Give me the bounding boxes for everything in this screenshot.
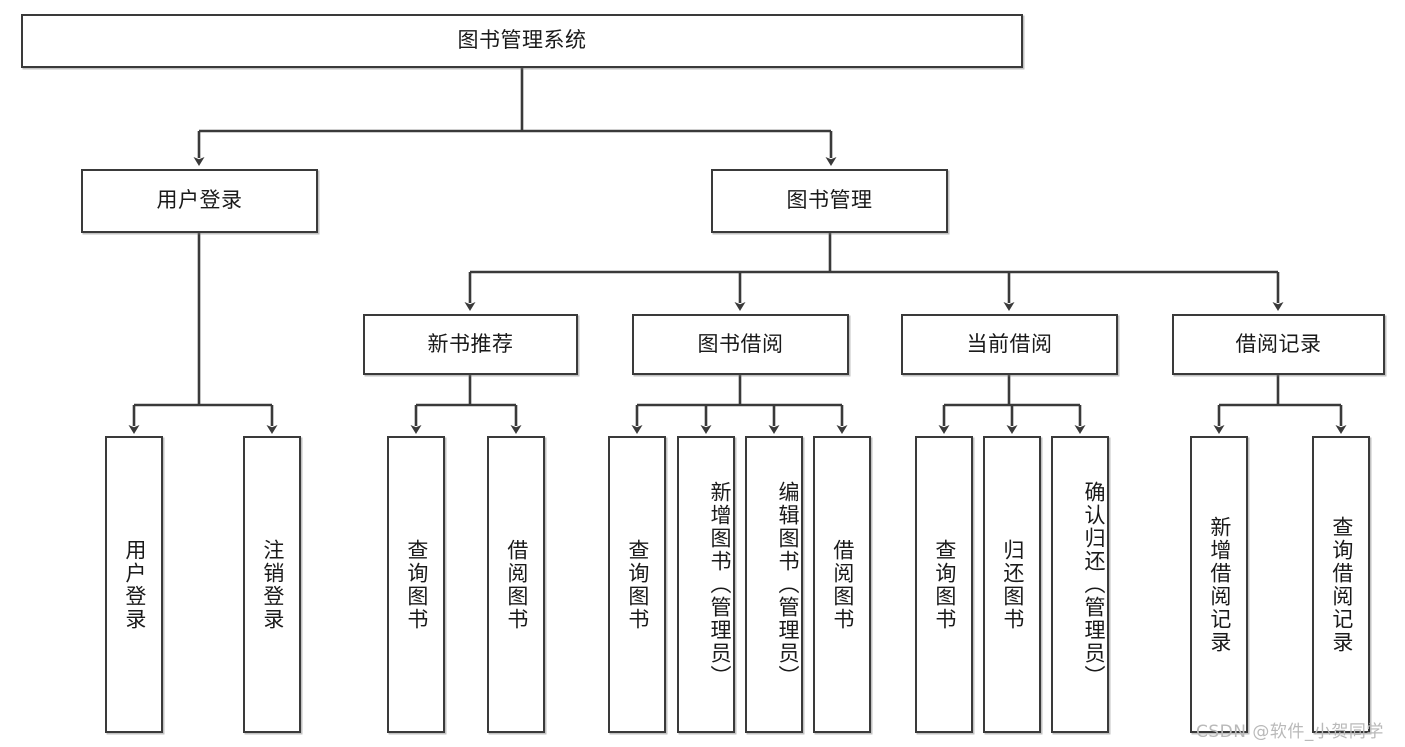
node-leaf-logout-label: 注销登录	[260, 538, 285, 631]
node-user-login[interactable]: 用户登录	[81, 169, 318, 233]
node-leaf-edit-book-label: 编辑图书（管理员）	[776, 481, 800, 688]
node-user-login-label: 用户登录	[156, 188, 243, 213]
node-new-book-recommend-label: 新书推荐	[427, 331, 514, 356]
node-borrow-record-label: 借阅记录	[1235, 331, 1322, 356]
node-leaf-query-record[interactable]: 查询借阅记录	[1312, 436, 1370, 733]
node-book-management[interactable]: 图书管理	[711, 169, 948, 233]
node-current-borrow[interactable]: 当前借阅	[901, 314, 1118, 375]
node-leaf-return-book[interactable]: 归还图书	[983, 436, 1041, 733]
node-leaf-query-book-2[interactable]: 查询图书	[608, 436, 666, 733]
node-leaf-borrow-book-1-label: 借阅图书	[504, 538, 529, 631]
node-leaf-user-login-label: 用户登录	[122, 538, 147, 631]
node-leaf-edit-book[interactable]: 编辑图书（管理员）	[745, 436, 803, 733]
node-leaf-borrow-book-1[interactable]: 借阅图书	[487, 436, 545, 733]
node-borrow-record[interactable]: 借阅记录	[1172, 314, 1385, 375]
node-leaf-query-book-1[interactable]: 查询图书	[387, 436, 445, 733]
node-leaf-return-book-label: 归还图书	[1000, 538, 1025, 631]
node-leaf-add-record[interactable]: 新增借阅记录	[1190, 436, 1248, 733]
node-new-book-recommend[interactable]: 新书推荐	[363, 314, 578, 375]
node-leaf-query-book-3-label: 查询图书	[932, 538, 957, 631]
node-leaf-query-book-2-label: 查询图书	[625, 538, 650, 631]
node-book-management-label: 图书管理	[786, 188, 873, 213]
node-leaf-user-login[interactable]: 用户登录	[105, 436, 163, 733]
node-current-borrow-label: 当前借阅	[966, 331, 1053, 356]
node-book-borrow-label: 图书借阅	[697, 331, 784, 356]
node-title-label: 图书管理系统	[457, 28, 587, 53]
node-book-borrow[interactable]: 图书借阅	[632, 314, 849, 375]
node-leaf-borrow-book-2[interactable]: 借阅图书	[813, 436, 871, 733]
node-leaf-query-book-1-label: 查询图书	[404, 538, 429, 631]
node-leaf-query-record-label: 查询借阅记录	[1329, 515, 1354, 654]
node-title[interactable]: 图书管理系统	[21, 14, 1023, 68]
node-leaf-add-book-label: 新增图书（管理员）	[708, 481, 732, 688]
node-leaf-add-record-label: 新增借阅记录	[1207, 515, 1232, 654]
node-leaf-logout[interactable]: 注销登录	[243, 436, 301, 733]
node-leaf-confirm-return-label: 确认归还（管理员）	[1082, 481, 1106, 688]
node-leaf-confirm-return[interactable]: 确认归还（管理员）	[1051, 436, 1109, 733]
node-leaf-query-book-3[interactable]: 查询图书	[915, 436, 973, 733]
node-leaf-add-book[interactable]: 新增图书（管理员）	[677, 436, 735, 733]
csdn-watermark: CSDN @软件_小贺同学	[1196, 722, 1384, 742]
node-leaf-borrow-book-2-label: 借阅图书	[830, 538, 855, 631]
